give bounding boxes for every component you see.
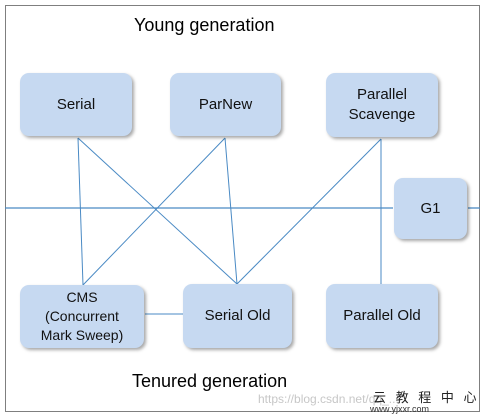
young-generation-title: Young generation [134,15,275,35]
node-parnew: ParNew [170,73,281,136]
edge-parnew-cms [82,137,226,286]
watermark-site-name: 云 教 程 中 心 [373,390,480,405]
node-g1: G1 [394,178,467,239]
node-parallel-old: Parallel Old [326,284,438,348]
edge-parnew-serialold [224,137,238,285]
watermark-url: https://blog.csdn.net/qq_... [258,392,399,406]
watermark-site-url: www.yjxxr.com [370,404,430,414]
edge-parallelscavenge-serialold [236,138,382,285]
edge-serial-serialold [77,137,238,285]
tenured-generation-title: Tenured generation [132,371,288,391]
edge-serial-cms [77,137,84,286]
node-parallel-scavenge: Parallel Scavenge [326,73,438,137]
node-cms: CMS (Concurrent Mark Sweep) [20,285,144,348]
node-serial-old: Serial Old [183,284,292,348]
node-serial: Serial [20,73,132,136]
